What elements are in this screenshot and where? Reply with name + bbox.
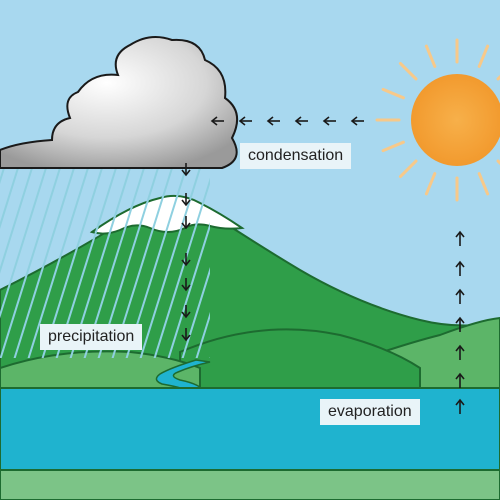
arrow-down-icon [181, 278, 191, 292]
precipitation-label: precipitation [40, 324, 143, 350]
arrow-left-icon [350, 116, 364, 126]
arrow-left-icon [322, 116, 336, 126]
arrow-left-icon [266, 116, 280, 126]
rain-streak [195, 311, 210, 358]
arrow-down-icon [181, 193, 191, 207]
evaporation-label: evaporation [320, 399, 420, 425]
arrow-up-icon [455, 398, 465, 414]
snow-cap [89, 194, 245, 235]
arrow-up-icon [455, 288, 465, 304]
sun-ray [424, 44, 437, 68]
sun-ray [398, 159, 418, 179]
sun-ray [398, 61, 418, 81]
cloud-icon [0, 35, 239, 169]
rain-streak [167, 222, 210, 358]
arrow-up-icon [455, 316, 465, 332]
arrow-up-icon [455, 260, 465, 276]
sun-ray [381, 140, 405, 153]
sun-ray [424, 172, 437, 196]
rain-streak [0, 168, 33, 274]
rain-streak [153, 177, 210, 358]
arrow-left-icon [294, 116, 308, 126]
arrow-down-icon [181, 253, 191, 267]
lake [0, 387, 500, 471]
rain-streak [0, 168, 61, 358]
ground-strip [0, 469, 500, 500]
sun-ray [477, 172, 490, 196]
sun-icon [375, 38, 500, 202]
rain-streak [0, 168, 19, 229]
rain-streak [0, 168, 47, 319]
rain-streak [27, 168, 89, 358]
arrow-up-icon [455, 344, 465, 360]
arrow-down-icon [181, 216, 191, 230]
evaporation-arrows [455, 230, 465, 414]
arrow-down-icon [181, 328, 191, 342]
arrow-up-icon [455, 230, 465, 246]
rain-streak [181, 267, 210, 358]
arrow-left-icon [210, 116, 224, 126]
rain-streak [13, 168, 75, 358]
sun-ray [477, 44, 490, 68]
precipitation-arrows [181, 163, 191, 342]
condensation-arrows [210, 116, 364, 126]
arrow-down-icon [181, 305, 191, 319]
condensation-label: condensation [240, 143, 352, 169]
arrow-down-icon [181, 163, 191, 177]
arrow-left-icon [238, 116, 252, 126]
arrow-up-icon [455, 372, 465, 388]
sun-ray [381, 87, 405, 100]
